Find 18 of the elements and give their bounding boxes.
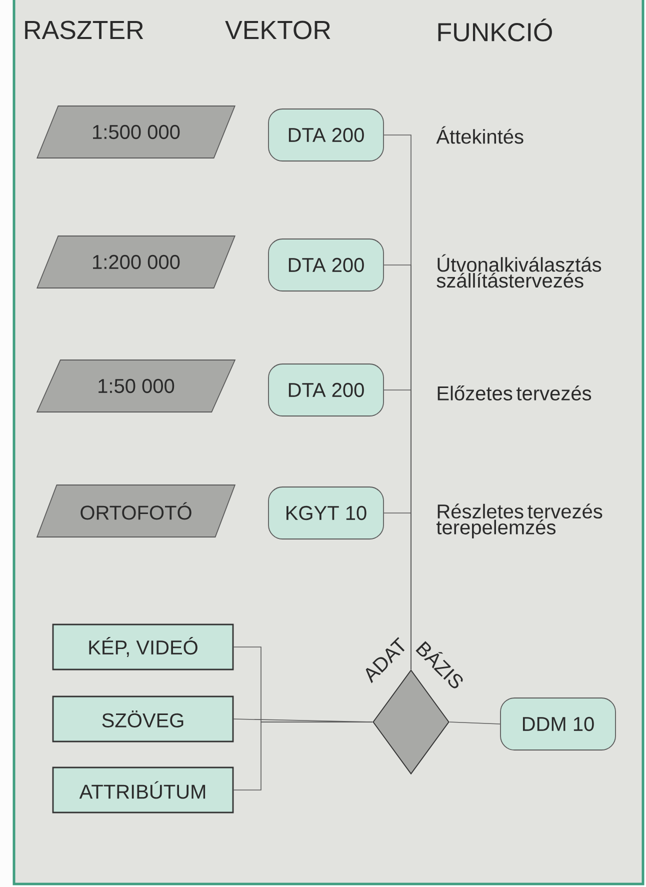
data-box: KÉP, VIDEÓ bbox=[52, 624, 234, 670]
column-heading: VEKTOR bbox=[225, 20, 330, 40]
data-box: SZÖVEG bbox=[52, 696, 234, 742]
vector-box: KGYT 10 bbox=[268, 486, 384, 540]
connector-line bbox=[449, 722, 500, 724]
column-heading: RASZTER bbox=[25, 20, 144, 40]
data-box: ATTRIBÚTUM bbox=[52, 766, 234, 814]
vector-box: DDM 10 bbox=[500, 698, 616, 750]
function-text: Áttekintés bbox=[436, 126, 524, 144]
connector-line bbox=[384, 512, 412, 670]
function-text: Részletes tervezés terepelemzés bbox=[436, 504, 602, 538]
vector-box: DTA 200 bbox=[268, 238, 384, 292]
function-text: Útvonalkiválasztás szállítástervezés bbox=[436, 254, 602, 288]
connector-line bbox=[233, 722, 373, 790]
vector-box: DTA 200 bbox=[268, 108, 384, 162]
function-text: Előzetes tervezés bbox=[438, 386, 592, 400]
column-heading: FUNKCIÓ bbox=[438, 18, 552, 42]
vector-box: DTA 200 bbox=[268, 364, 384, 416]
